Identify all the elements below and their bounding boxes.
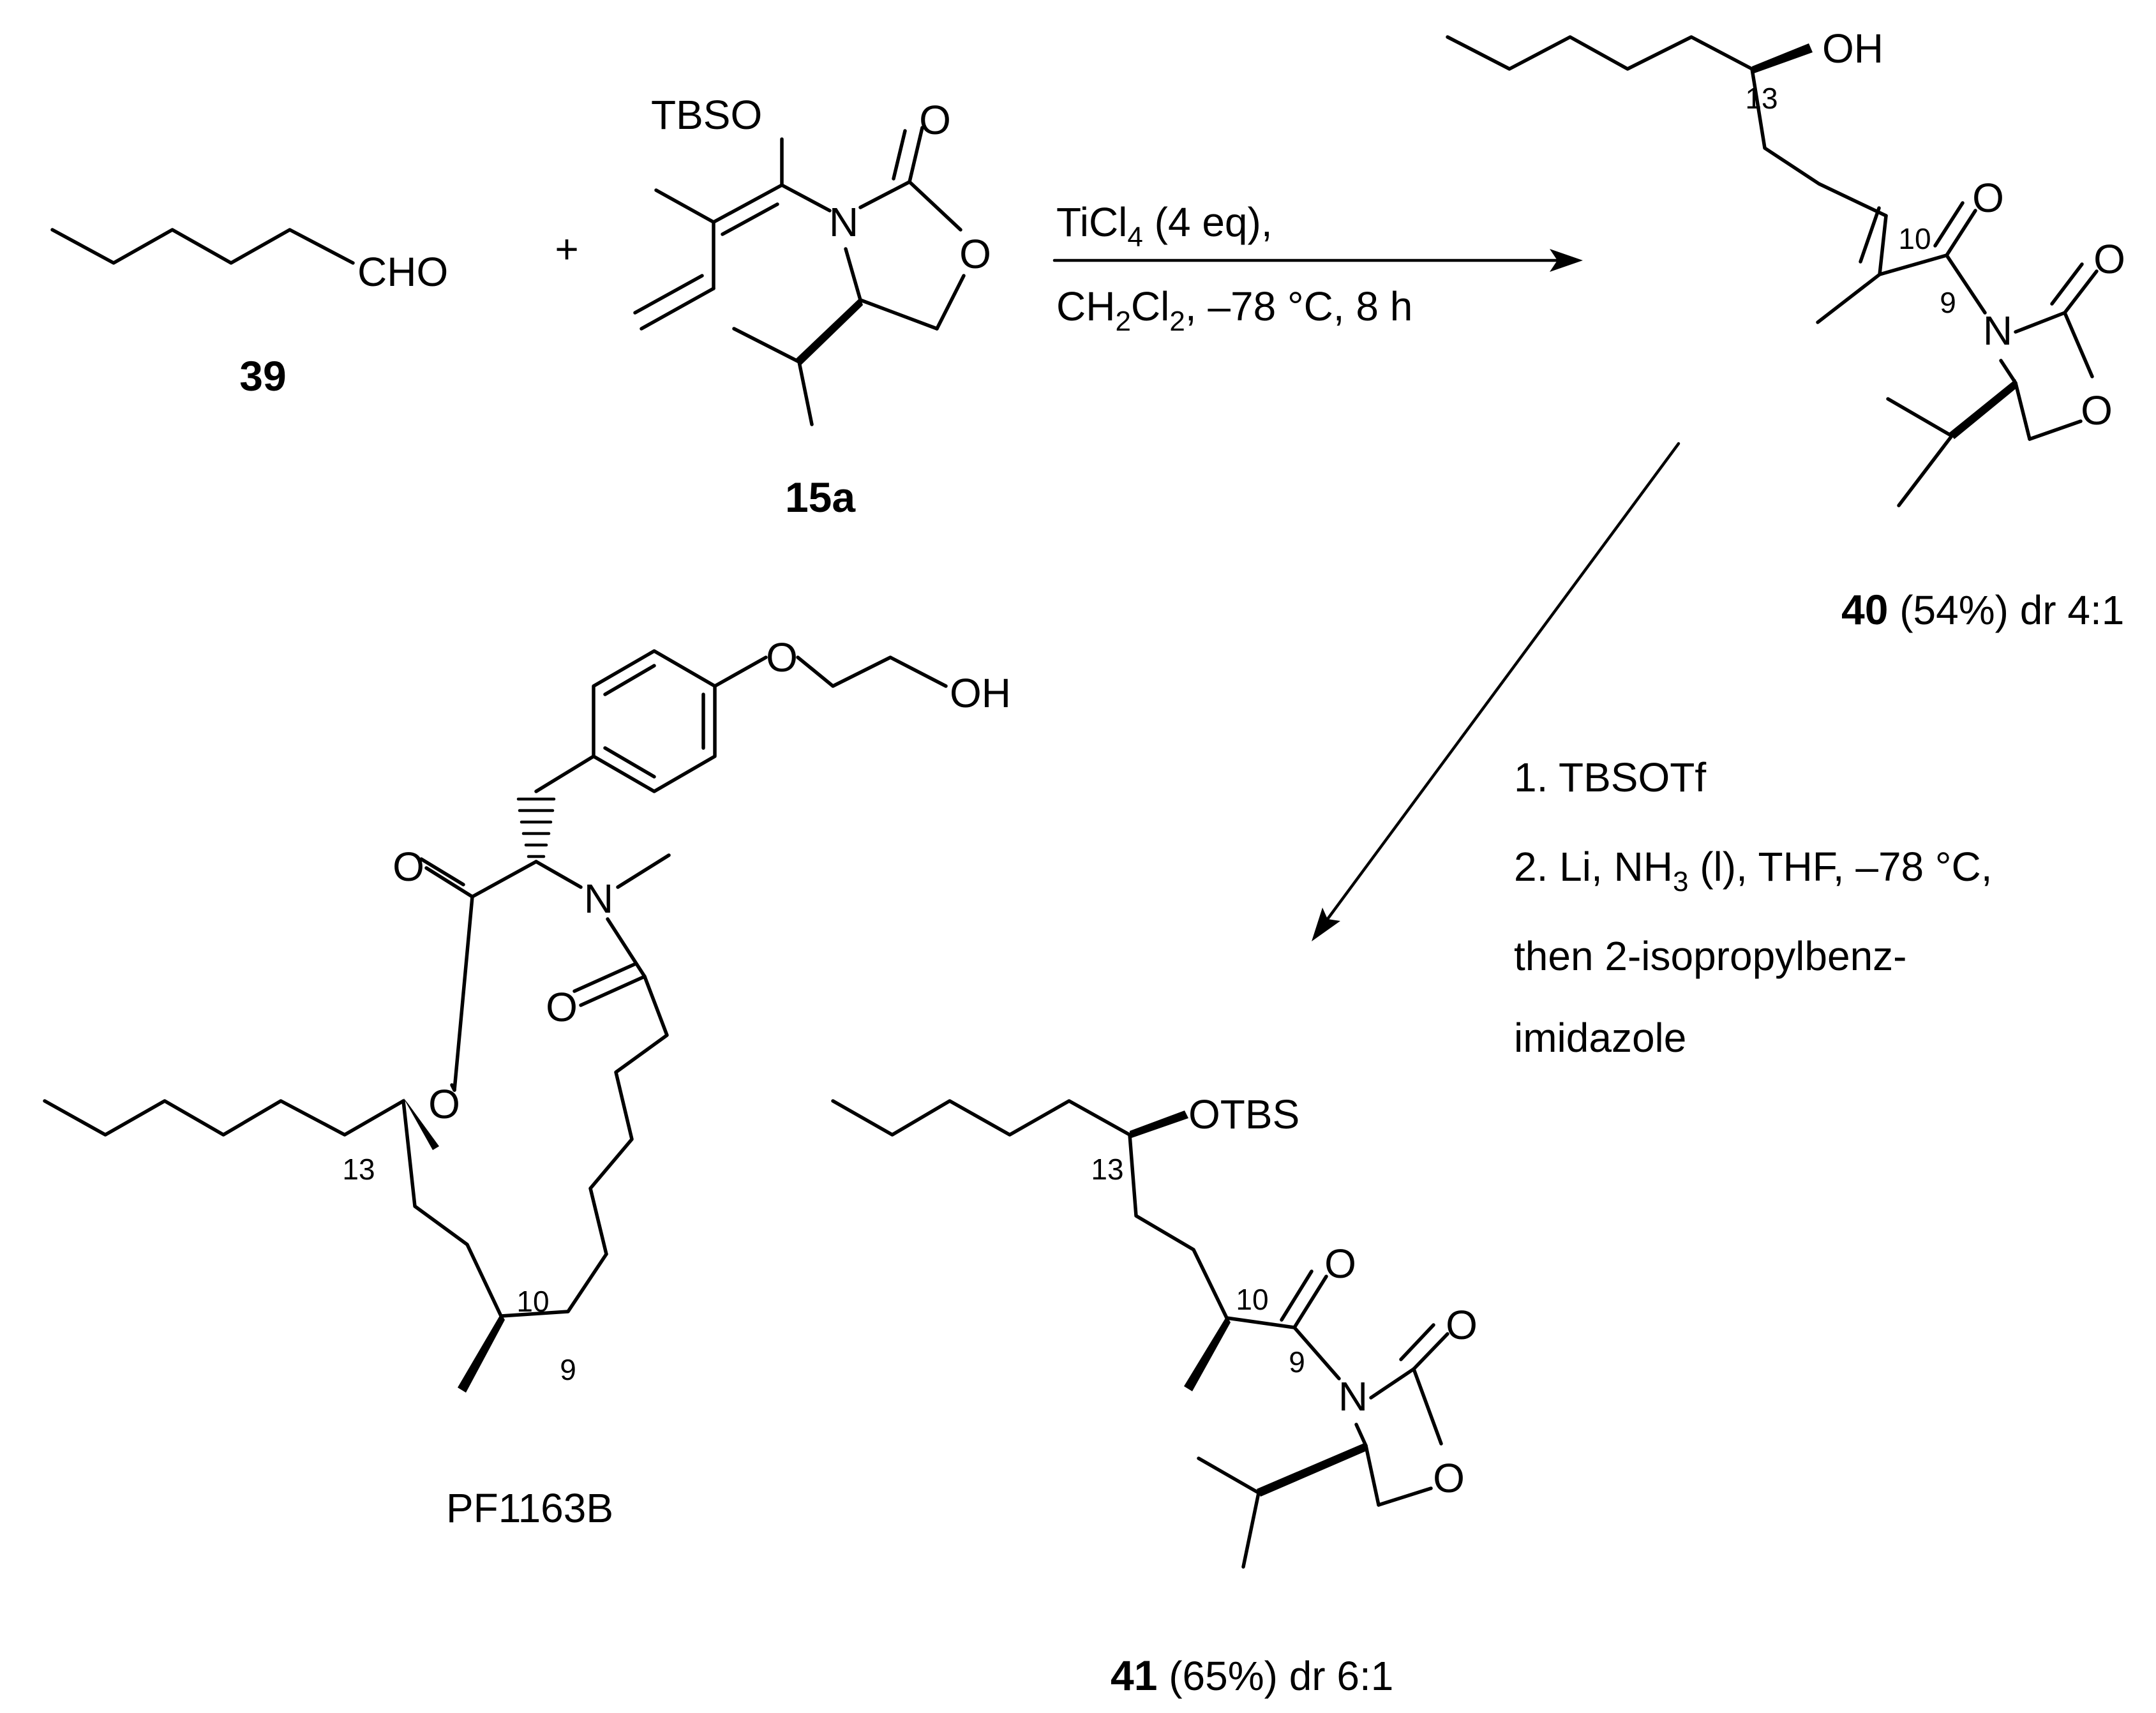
pf1163b-structure: O 13 10 9 O N O (43, 634, 1011, 1531)
oh-label-40: OH (1822, 26, 1883, 71)
reagent2-line-1: 1. TBSOTf (1514, 754, 1706, 800)
compound-15a-label: 15a (785, 474, 856, 521)
tbso-label: TBSO (651, 92, 762, 138)
compound-40-label: 40 (54%) dr 4:1 (1841, 586, 2124, 633)
compound-41-label: 41 (65%) dr 6:1 (1111, 1652, 1393, 1699)
c13-label-41: 13 (1091, 1153, 1123, 1186)
pf1163b-label: PF1163B (446, 1485, 613, 1531)
o-ring-40: O (2081, 387, 2113, 433)
o-ring-41: O (1433, 1455, 1465, 1501)
compound-41-structure: OTBS 13 10 O 9 N O O 41 (65%) dr 6:1 (831, 1091, 1478, 1699)
oh-label-pf: OH (950, 670, 1011, 716)
c10-label-40: 10 (1898, 222, 1931, 255)
o-carbonyl-c9-40: O (1972, 175, 2004, 221)
reaction-arrow-2 (1312, 442, 1681, 941)
reagent2-line-2: 2. Li, NH3 (l), THF, –78 °C, (1514, 844, 1993, 897)
o-carbonyl-ring-41: O (1446, 1302, 1478, 1348)
compound-40-structure: OH 13 10 O 9 N O O 40 (54%) dr 4:1 (1446, 26, 2125, 633)
o-amide-pf: O (546, 984, 578, 1030)
reagent2-line-4: imidazole (1514, 1015, 1686, 1061)
o-ether-pf: O (766, 634, 798, 680)
compound-39-structure: CHO 39 (50, 228, 448, 400)
c13-label-40: 13 (1745, 82, 1778, 115)
reaction-arrow-1 (1052, 249, 1583, 272)
hashed-bond (516, 797, 556, 858)
n-label-40: N (1983, 308, 2012, 354)
o-carbonyl-pf: O (393, 844, 424, 890)
compound-39-label: 39 (239, 352, 286, 400)
reagent-line-1: TiCl4 (4 eq), (1056, 199, 1273, 253)
o-ring-15a: O (959, 231, 991, 277)
n-label-41: N (1338, 1373, 1368, 1419)
n-label-pf: N (584, 876, 613, 922)
cho-label: CHO (357, 249, 448, 295)
o-carbonyl-c9-41: O (1324, 1241, 1356, 1287)
reagent2-line-3: then 2-isopropylbenz- (1514, 933, 1906, 979)
o-carbonyl-15a: O (919, 97, 951, 143)
c9-label-pf: 9 (560, 1353, 576, 1386)
compound-15a-structure: TBSO N O O 15a (633, 92, 991, 521)
c9-label-41: 9 (1289, 1345, 1305, 1379)
c10-label-41: 10 (1236, 1283, 1268, 1316)
otbs-label-41: OTBS (1188, 1091, 1299, 1137)
c9-label-40: 9 (1940, 286, 1956, 319)
n-label-15a: N (829, 199, 858, 245)
reagent-line-2: CH2Cl2, –78 °C, 8 h (1056, 283, 1412, 337)
c13-label-pf: 13 (342, 1153, 375, 1186)
plus-sign: + (555, 226, 578, 272)
o-carbonyl-ring-40: O (2093, 236, 2125, 282)
